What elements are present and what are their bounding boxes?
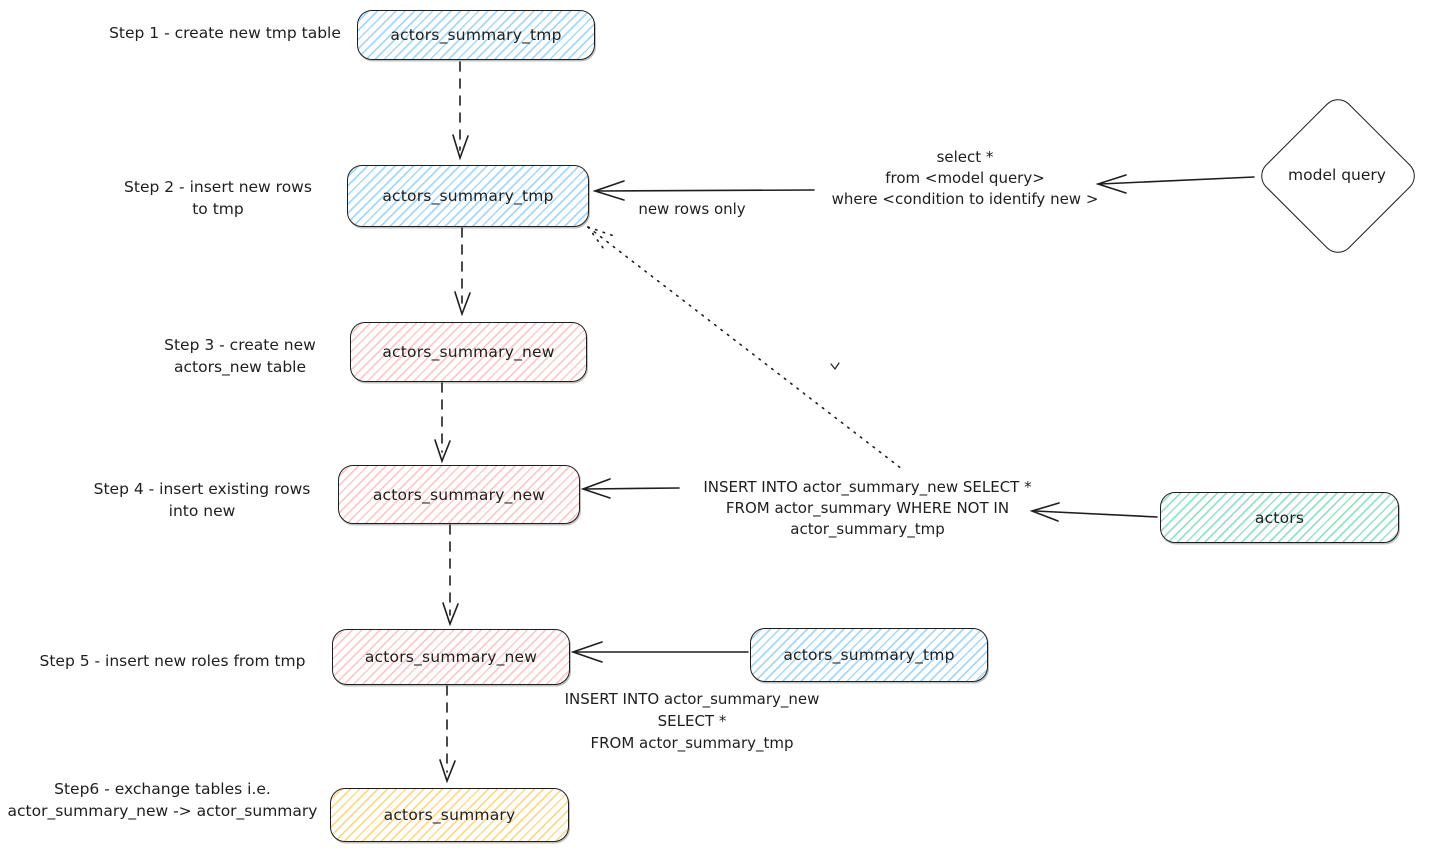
node-actors-summary-new-step5: actors_summary_new	[332, 629, 570, 685]
node-actors-summary-tmp-right-label: actors_summary_tmp	[783, 646, 955, 664]
arrow-query-text-to-tmp	[592, 180, 815, 201]
insert-from-tmp-line2: SELECT *	[657, 712, 727, 730]
node-model-query-label: model query	[1288, 166, 1386, 184]
arrow-step3-to-step4	[434, 382, 451, 464]
node-actors-summary-new-step4: actors_summary_new	[338, 465, 580, 524]
step6-label-line1: Step6 - exchange tables i.e.	[54, 780, 271, 798]
node-actors-summary-tmp-right: actors_summary_tmp	[750, 628, 988, 682]
step1-label: Step 1 - create new tmp table	[95, 22, 355, 44]
node-actors-summary-tmp-step2-label: actors_summary_tmp	[382, 187, 554, 205]
node-actors-summary-tmp-step1: actors_summary_tmp	[357, 10, 595, 60]
insert-not-in-note: INSERT INTO actor_summary_new SELECT * F…	[665, 477, 1070, 540]
step3-label: Step 3 - create new actors_new table	[125, 334, 355, 378]
select-query-line2: from <model query>	[885, 169, 1045, 187]
new-rows-only-label: new rows only	[633, 199, 751, 220]
node-actors-summary-tmp-step1-label: actors_summary_tmp	[390, 26, 562, 44]
node-actors: actors	[1160, 492, 1399, 543]
node-actors-summary-new-step3: actors_summary_new	[350, 322, 587, 382]
step1-label-line1: Step 1 - create new tmp table	[109, 24, 341, 42]
insert-from-tmp-line3: FROM actor_summary_tmp	[590, 734, 794, 752]
step3-label-line2: actors_new table	[174, 358, 306, 376]
node-actors-summary-step6-label: actors_summary	[383, 806, 516, 824]
step5-label: Step 5 - insert new roles from tmp	[25, 650, 320, 672]
node-actors-summary-step6: actors_summary	[330, 788, 569, 842]
step6-label: Step6 - exchange tables i.e. actor_summa…	[0, 778, 325, 822]
stray-pen-mark	[830, 362, 840, 371]
node-actors-summary-new-step4-label: actors_summary_new	[372, 485, 546, 504]
arrow-step5-to-step6	[439, 685, 456, 784]
step5-label-line1: Step 5 - insert new roles from tmp	[39, 652, 306, 670]
node-actors-summary-new-step3-label: actors_summary_new	[382, 343, 555, 361]
insert-from-tmp-line1: INSERT INTO actor_summary_new	[564, 690, 820, 708]
insert-not-in-line1: INSERT INTO actor_summary_new SELECT *	[703, 478, 1032, 496]
insert-not-in-line3: actor_summary_tmp	[790, 520, 945, 538]
step2-label-line1: Step 2 - insert new rows	[124, 178, 312, 196]
new-rows-only-text: new rows only	[638, 200, 746, 218]
dotted-line-tmp-to-insert-text	[587, 226, 903, 470]
insert-not-in-line2: FROM actor_summary WHERE NOT IN	[725, 499, 1010, 517]
step3-label-line1: Step 3 - create new	[164, 336, 316, 354]
arrow-step2-to-step3	[454, 227, 471, 317]
arrow-step1-to-step2	[452, 61, 469, 161]
arrow-step4-to-step5	[442, 524, 459, 627]
step4-label: Step 4 - insert existing rows into new	[82, 478, 322, 522]
step6-label-line2: actor_summary_new -> actor_summary	[7, 802, 318, 820]
step2-label: Step 2 - insert new rows to tmp	[98, 176, 338, 220]
node-actors-label: actors	[1254, 508, 1305, 527]
node-actors-summary-new-step5-label: actors_summary_new	[364, 648, 538, 666]
select-query-note: select * from <model query> where <condi…	[800, 147, 1130, 210]
select-query-line1: select *	[936, 148, 994, 166]
select-query-line3: where <condition to identify new >	[831, 190, 1099, 208]
node-actors-summary-tmp-step2: actors_summary_tmp	[347, 165, 589, 227]
step2-label-line2: to tmp	[192, 200, 244, 218]
step4-label-line1: Step 4 - insert existing rows	[93, 480, 311, 498]
insert-from-tmp-note: INSERT INTO actor_summary_new SELECT * F…	[538, 688, 846, 754]
arrow-tmp-to-new-step5	[570, 641, 749, 663]
step4-label-line2: into new	[168, 502, 236, 520]
